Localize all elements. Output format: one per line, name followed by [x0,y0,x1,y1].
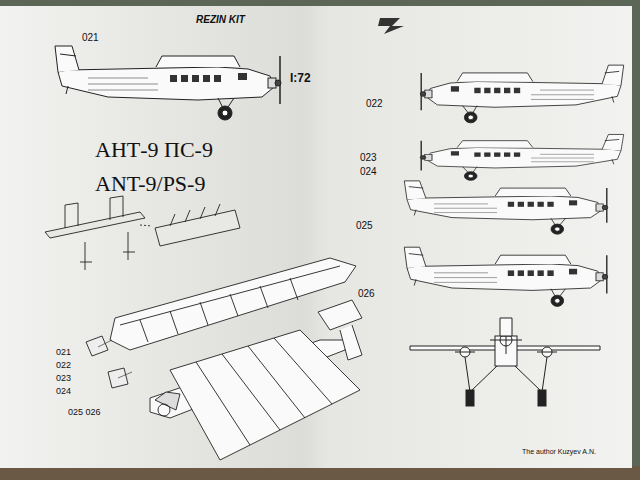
callout-number: 024 [360,166,377,177]
callout-number: 026 [358,288,375,299]
model-name: АНТ-9 ПС-9 [95,138,213,162]
callout-number: 022 [56,361,71,371]
scale-label: I:72 [290,72,311,85]
model-name: ANT-9/PS-9 [95,172,205,196]
author-note: The author Kuzyev A.N. [522,448,596,456]
callout-number: 022 [366,98,383,109]
callout-number: 021 [82,32,99,43]
callout-number: 023 [360,152,377,163]
callout-number: 024 [56,387,71,397]
callout-number: 025 026 [68,408,101,418]
callout-number: 025 [356,220,373,231]
callout-number: 023 [56,374,71,384]
callout-number: 021 [56,348,71,358]
kit-title: REZIN KIT [196,14,245,25]
